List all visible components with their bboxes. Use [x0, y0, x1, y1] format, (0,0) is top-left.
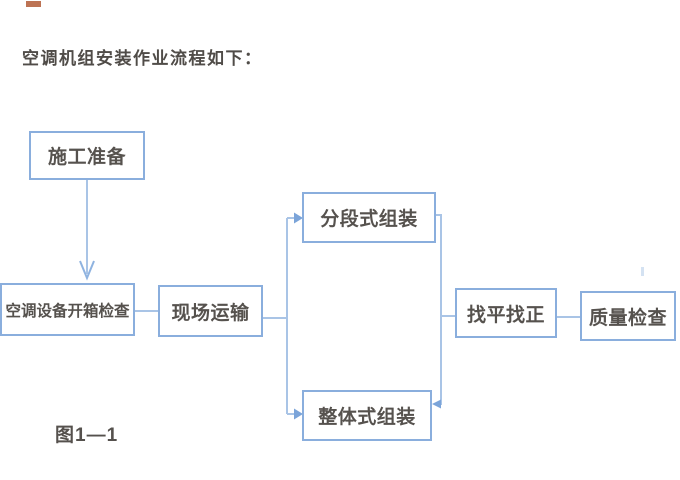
- node-integral-assembly: 整体式组装: [302, 390, 432, 441]
- page-title: 空调机组安装作业流程如下：: [22, 49, 263, 68]
- edge-split-to-segmented: [287, 212, 303, 224]
- node-leveling-alignment: 找平找正: [455, 288, 557, 338]
- figure-caption: 图1—1: [55, 425, 119, 446]
- edge-split-to-integral: [287, 408, 303, 420]
- artifact-orange-dash: [26, 1, 41, 7]
- edge-segmented-to-integral: [432, 214, 442, 409]
- node-quality-inspection: 质量检查: [580, 291, 676, 341]
- node-site-transport: 现场运输: [158, 285, 263, 337]
- node-unboxing-inspection: 空调设备开箱检查: [0, 283, 135, 336]
- edge-prep-to-unbox: [79, 180, 95, 281]
- node-segmented-assembly: 分段式组装: [302, 192, 436, 243]
- artifact-blue-tick: [641, 267, 644, 276]
- node-construction-preparation: 施工准备: [29, 131, 145, 180]
